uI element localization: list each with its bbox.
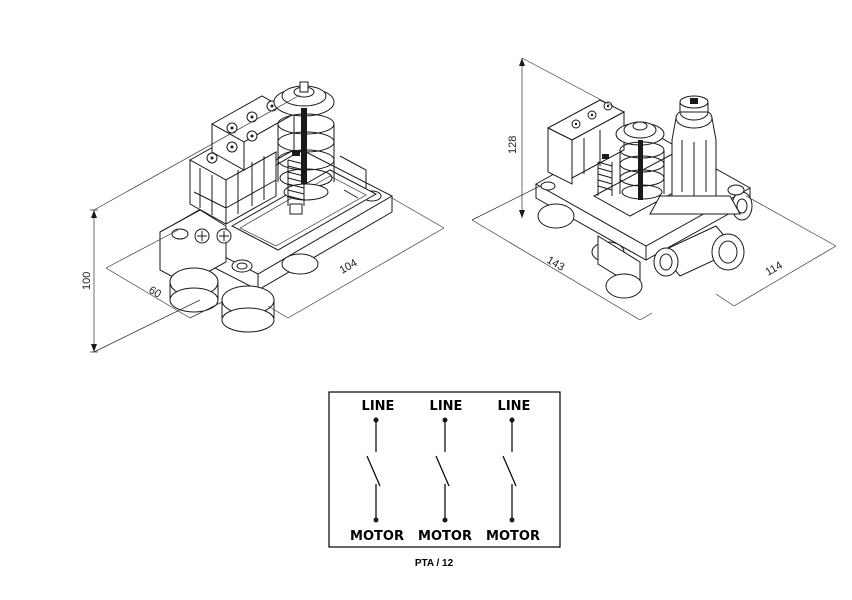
left-device-drawing [90,81,445,353]
pole-3: LINE MOTOR [486,399,540,544]
pole-1: LINE MOTOR [350,399,404,544]
right-length-dimension: 143 [545,254,567,274]
pole-3-motor-label: MOTOR [486,529,540,544]
pole-1-motor-label: MOTOR [350,529,404,544]
pole-3-line-label: LINE [498,399,531,414]
right-device-drawing [471,57,837,321]
right-width-dimension: 114 [764,259,785,278]
left-width-dimension: 104 [338,257,360,277]
pole-2: LINE MOTOR [418,399,472,544]
left-height-dimension: 100 [81,272,93,290]
pole-2-motor-label: MOTOR [418,529,472,544]
pole-2-line-label: LINE [430,399,463,414]
model-caption: PTA / 12 [415,558,454,569]
left-depth-dimension: 60 [147,284,164,301]
right-height-dimension: 128 [507,136,519,154]
wiring-schematic: LINE MOTOR LINE MOTOR LINE MOTOR [328,391,561,548]
pole-1-line-label: LINE [362,399,395,414]
schematic-frame [328,391,561,548]
